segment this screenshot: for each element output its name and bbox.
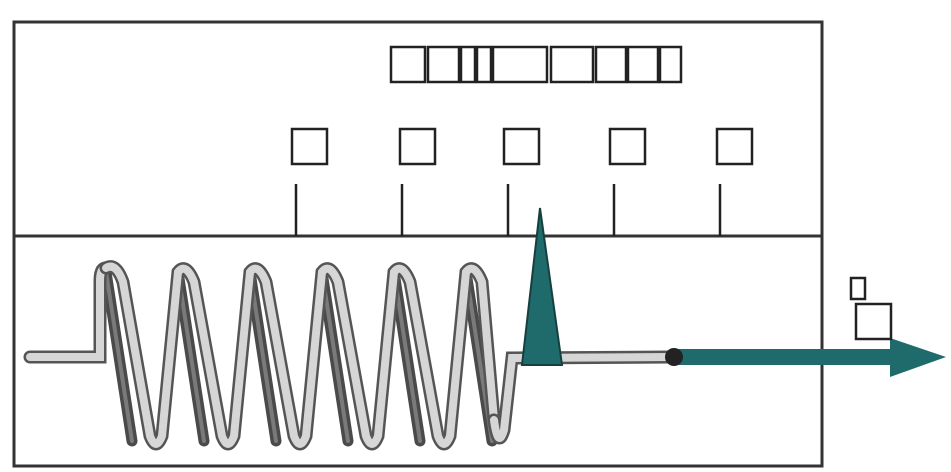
scale-label xyxy=(398,127,437,166)
scale-label xyxy=(290,127,329,166)
output-label xyxy=(849,276,893,341)
arrow-right-icon xyxy=(676,338,946,377)
junction-dot xyxy=(665,348,683,366)
title-glyph-row xyxy=(389,45,683,84)
scale-label xyxy=(608,127,647,166)
scale xyxy=(290,127,754,236)
scale-label xyxy=(715,127,754,166)
triangle-pointer-icon xyxy=(520,207,564,366)
spring-coil-icon xyxy=(23,260,679,451)
scale-label xyxy=(502,127,541,166)
